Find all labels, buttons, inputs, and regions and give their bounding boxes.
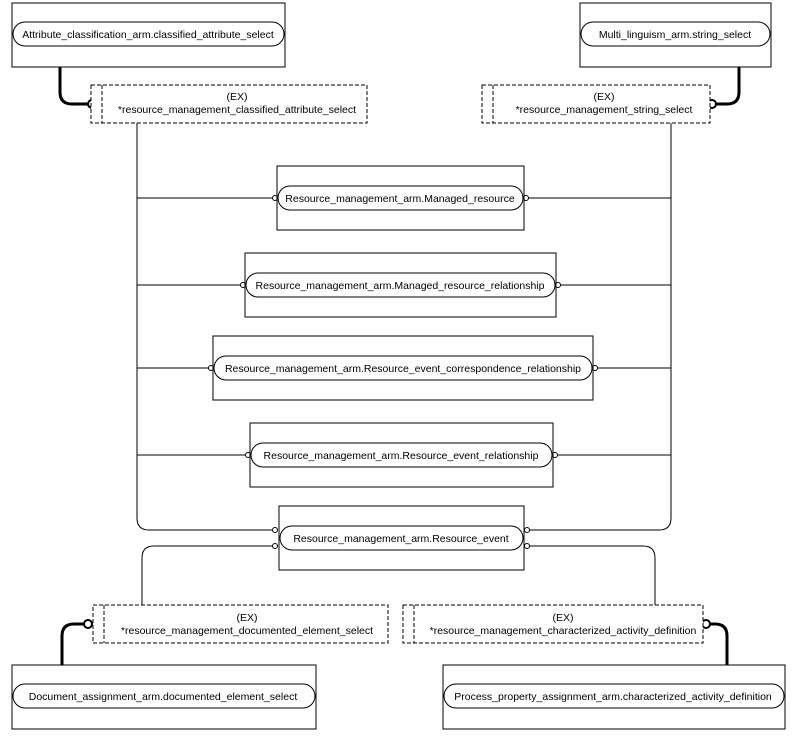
node-ex-string: (EX) *resource_management_string_select — [481, 84, 711, 124]
node-attr-select: Attribute_classification_arm.classified_… — [11, 2, 286, 68]
node-label: *resource_management_classified_attribut… — [118, 104, 356, 116]
node-label: Resource_management_arm.Resource_event — [293, 533, 508, 545]
node-tag: (EX) — [237, 612, 258, 624]
node-resource-event: Resource_management_arm.Resource_event — [278, 505, 525, 571]
node-label: Resource_management_arm.Managed_resource — [285, 193, 515, 205]
node-label: *resource_management_string_select — [516, 104, 693, 116]
node-label: *resource_management_characterized_activ… — [430, 625, 697, 637]
node-tag: (EX) — [227, 91, 248, 103]
node-ml-select: Multi_linguism_arm.string_select — [579, 2, 772, 68]
node-event-relationship: Resource_management_arm.Resource_event_r… — [249, 422, 554, 488]
end-circle — [524, 543, 530, 549]
connector-lines — [136, 123, 672, 605]
node-managed-resource-relationship: Resource_management_arm.Managed_resource… — [244, 252, 557, 318]
node-label: Document_assignment_arm.documented_eleme… — [29, 691, 298, 703]
node-ex-documented: (EX) *resource_management_documented_ele… — [92, 604, 389, 644]
thick-connectors — [58, 67, 741, 665]
node-label: Process_property_assignment_arm.characte… — [454, 691, 772, 703]
node-label: Attribute_classification_arm.classified_… — [22, 29, 274, 41]
node-tag: (EX) — [594, 91, 615, 103]
node-ex-characterized: (EX) *resource_management_characterized_… — [402, 604, 704, 644]
node-tag: (EX) — [553, 612, 574, 624]
node-label: Resource_management_arm.Managed_resource… — [256, 280, 545, 292]
node-label: Multi_linguism_arm.string_select — [599, 29, 751, 41]
node-process-definition: Process_property_assignment_arm.characte… — [442, 664, 786, 730]
node-event-correspondence-relationship: Resource_management_arm.Resource_event_c… — [212, 335, 594, 401]
node-label: Resource_management_arm.Resource_event_r… — [264, 450, 539, 462]
node-label: Resource_management_arm.Resource_event_c… — [225, 363, 581, 375]
node-label: *resource_management_documented_element_… — [121, 625, 373, 637]
end-circle — [272, 527, 278, 533]
node-managed-resource: Resource_management_arm.Managed_resource — [276, 165, 525, 231]
node-doc-select: Document_assignment_arm.documented_eleme… — [11, 664, 317, 730]
end-circle — [83, 619, 93, 629]
node-ex-classified: (EX) *resource_management_classified_att… — [90, 84, 368, 124]
end-circle — [524, 527, 530, 533]
end-circle — [272, 543, 278, 549]
